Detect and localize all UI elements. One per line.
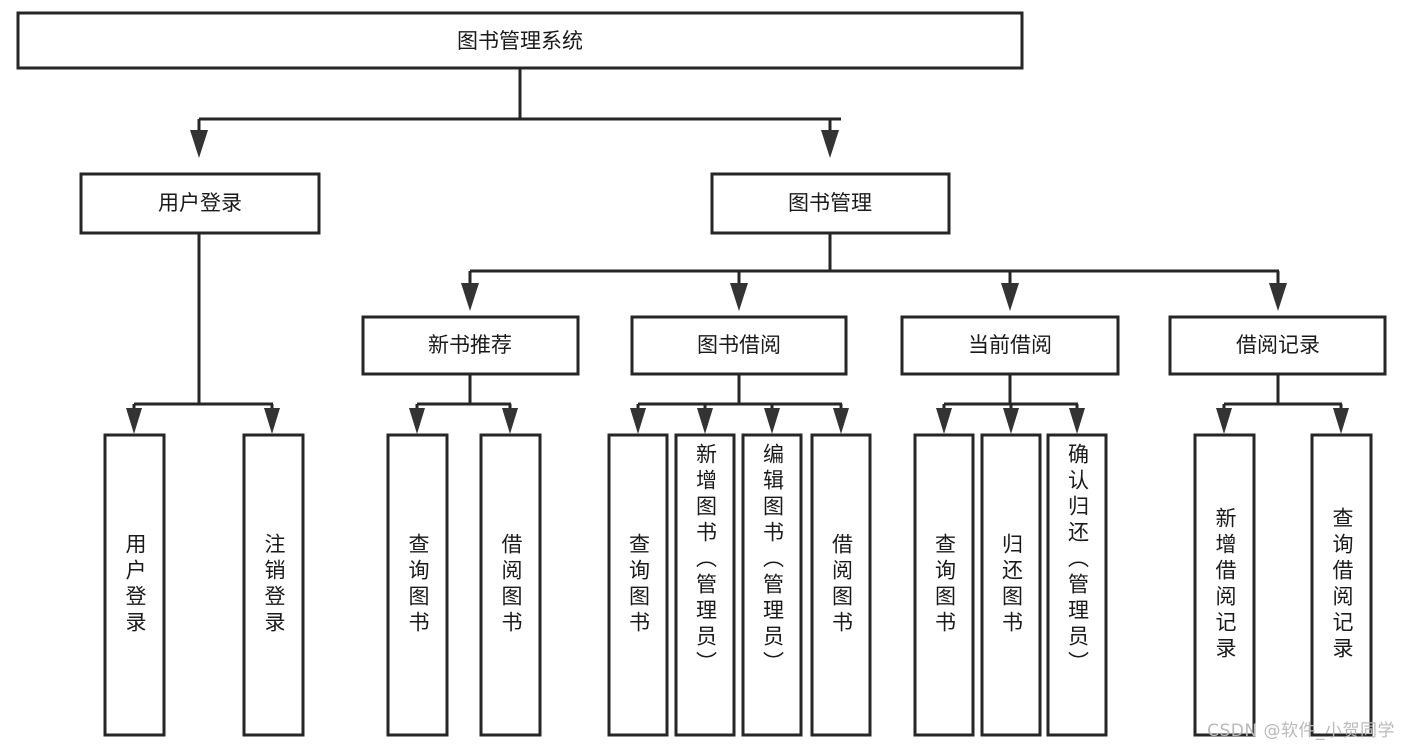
node-borrow-record-label: 借阅记录 [1236,333,1320,357]
leaf-query-record-box[interactable] [1310,433,1373,737]
node-user-login[interactable]: 用户登录 [79,172,321,235]
arrow-head-icon [730,283,748,311]
leaf-boxes-book-borrow [607,433,872,737]
arrow-head-icon [764,408,780,434]
leaf-query-book-3-box[interactable] [913,433,975,737]
leaf-add-book-box[interactable] [674,433,736,737]
arrow-head-icon [409,408,425,434]
leaf-query-book-2-box[interactable] [607,433,669,737]
connector-group-book-borrow [630,374,849,434]
connector-group-new-book-rec [409,374,518,434]
leaf-boxes-borrow-record [1193,433,1373,737]
arrow-head-icon [502,408,518,434]
leaf-edit-book-box[interactable] [741,433,803,737]
node-book-manage-box[interactable] [710,172,951,235]
arrow-head-icon [1269,283,1287,311]
arrow-head-icon [833,408,849,434]
arrow-head-icon [1333,408,1349,434]
node-root[interactable]: 图书管理系统 [16,11,1024,70]
arrow-head-icon [1069,408,1085,434]
node-user-login-box[interactable] [79,172,321,235]
arrow-head-icon [630,408,646,434]
node-user-login-label: 用户登录 [158,191,242,215]
node-borrow-record-box[interactable] [1168,315,1387,376]
leaf-logout-box[interactable] [242,433,305,737]
node-book-borrow-label: 图书借阅 [697,333,781,357]
leaf-add-record-box[interactable] [1193,433,1256,737]
arrow-head-icon [264,408,280,434]
leaf-borrow-book-2-box[interactable] [810,433,872,737]
node-book-borrow[interactable]: 图书借阅 [630,315,848,376]
leaf-user-login-box[interactable] [103,433,166,737]
arrow-head-icon [936,408,952,434]
connector-group-user-login [126,233,280,434]
connector-group-book-manage [461,233,1287,311]
arrow-head-icon [1001,283,1019,311]
node-current-borrow-box[interactable] [900,315,1120,376]
leaf-borrow-book-1-box[interactable] [479,433,542,737]
connector-group-borrow-record [1216,374,1349,434]
leaf-query-book-1-box[interactable] [386,433,449,737]
node-book-borrow-box[interactable] [630,315,848,376]
arrow-head-icon [461,283,479,311]
connector-group-current-borrow [936,374,1085,434]
leaf-boxes-new-book-rec [386,433,542,737]
leaf-confirm-return-box[interactable] [1046,433,1108,737]
arrow-head-icon [1216,408,1232,434]
node-new-book-rec-box[interactable] [361,315,580,376]
arrow-head-icon [1003,408,1019,434]
node-new-book-rec[interactable]: 新书推荐 [361,315,580,376]
node-root-box[interactable] [16,11,1024,70]
node-new-book-rec-label: 新书推荐 [428,333,512,357]
leaf-boxes-current-borrow [913,433,1108,737]
arrow-head-icon [126,408,142,434]
leaf-boxes-user-login [103,433,305,737]
watermark-text: CSDN @软件_小贺同学 [1207,721,1395,741]
connector-group-root [190,68,841,158]
node-borrow-record[interactable]: 借阅记录 [1168,315,1387,376]
leaf-return-book-box[interactable] [980,433,1042,737]
node-current-borrow-label: 当前借阅 [968,333,1052,357]
arrow-head-icon [821,130,839,158]
node-current-borrow[interactable]: 当前借阅 [900,315,1120,376]
node-root-label: 图书管理系统 [457,29,583,53]
node-book-manage[interactable]: 图书管理 [710,172,951,235]
arrow-head-icon [697,408,713,434]
arrow-head-icon [190,130,208,158]
node-book-manage-label: 图书管理 [788,191,872,215]
